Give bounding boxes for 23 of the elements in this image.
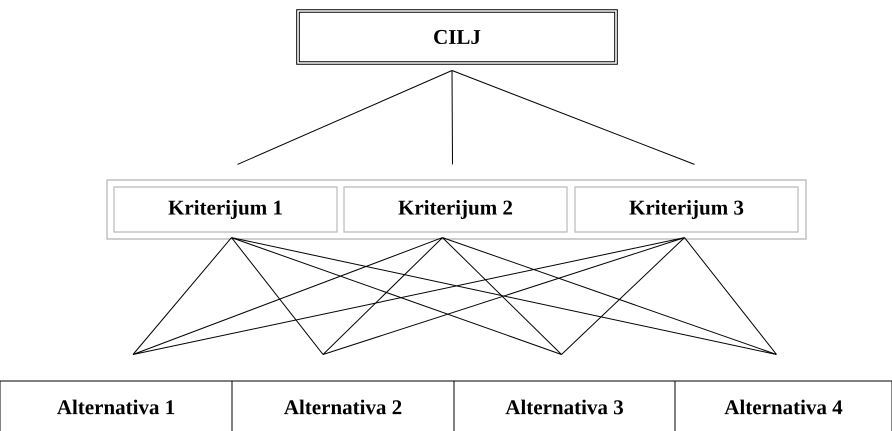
connector-line — [684, 237, 777, 355]
connector-line — [322, 237, 685, 355]
criterion-box: Kriterijum 2 — [343, 186, 568, 233]
connector-line — [561, 237, 685, 355]
alternative-cell: Alternativa 3 — [454, 380, 676, 431]
alternative-cell: Alternativa 1 — [0, 380, 232, 431]
connector-line — [132, 237, 232, 355]
connector-line — [231, 237, 562, 355]
connector-line — [237, 70, 452, 165]
connector-line — [452, 70, 453, 165]
connector-line — [452, 70, 695, 165]
goal-box: CILJ — [296, 9, 618, 65]
alternative-cell: Alternativa 4 — [674, 380, 892, 431]
connector-line — [442, 237, 562, 355]
connector-line — [442, 237, 777, 355]
alternative-cell: Alternativa 2 — [232, 380, 454, 431]
criterion-box: Kriterijum 3 — [574, 186, 799, 233]
connector-line — [132, 237, 443, 355]
connector-line — [231, 237, 324, 355]
connector-line — [322, 237, 443, 355]
criterion-box: Kriterijum 1 — [113, 186, 338, 233]
connector-line — [132, 237, 685, 355]
connector-line — [231, 237, 777, 355]
